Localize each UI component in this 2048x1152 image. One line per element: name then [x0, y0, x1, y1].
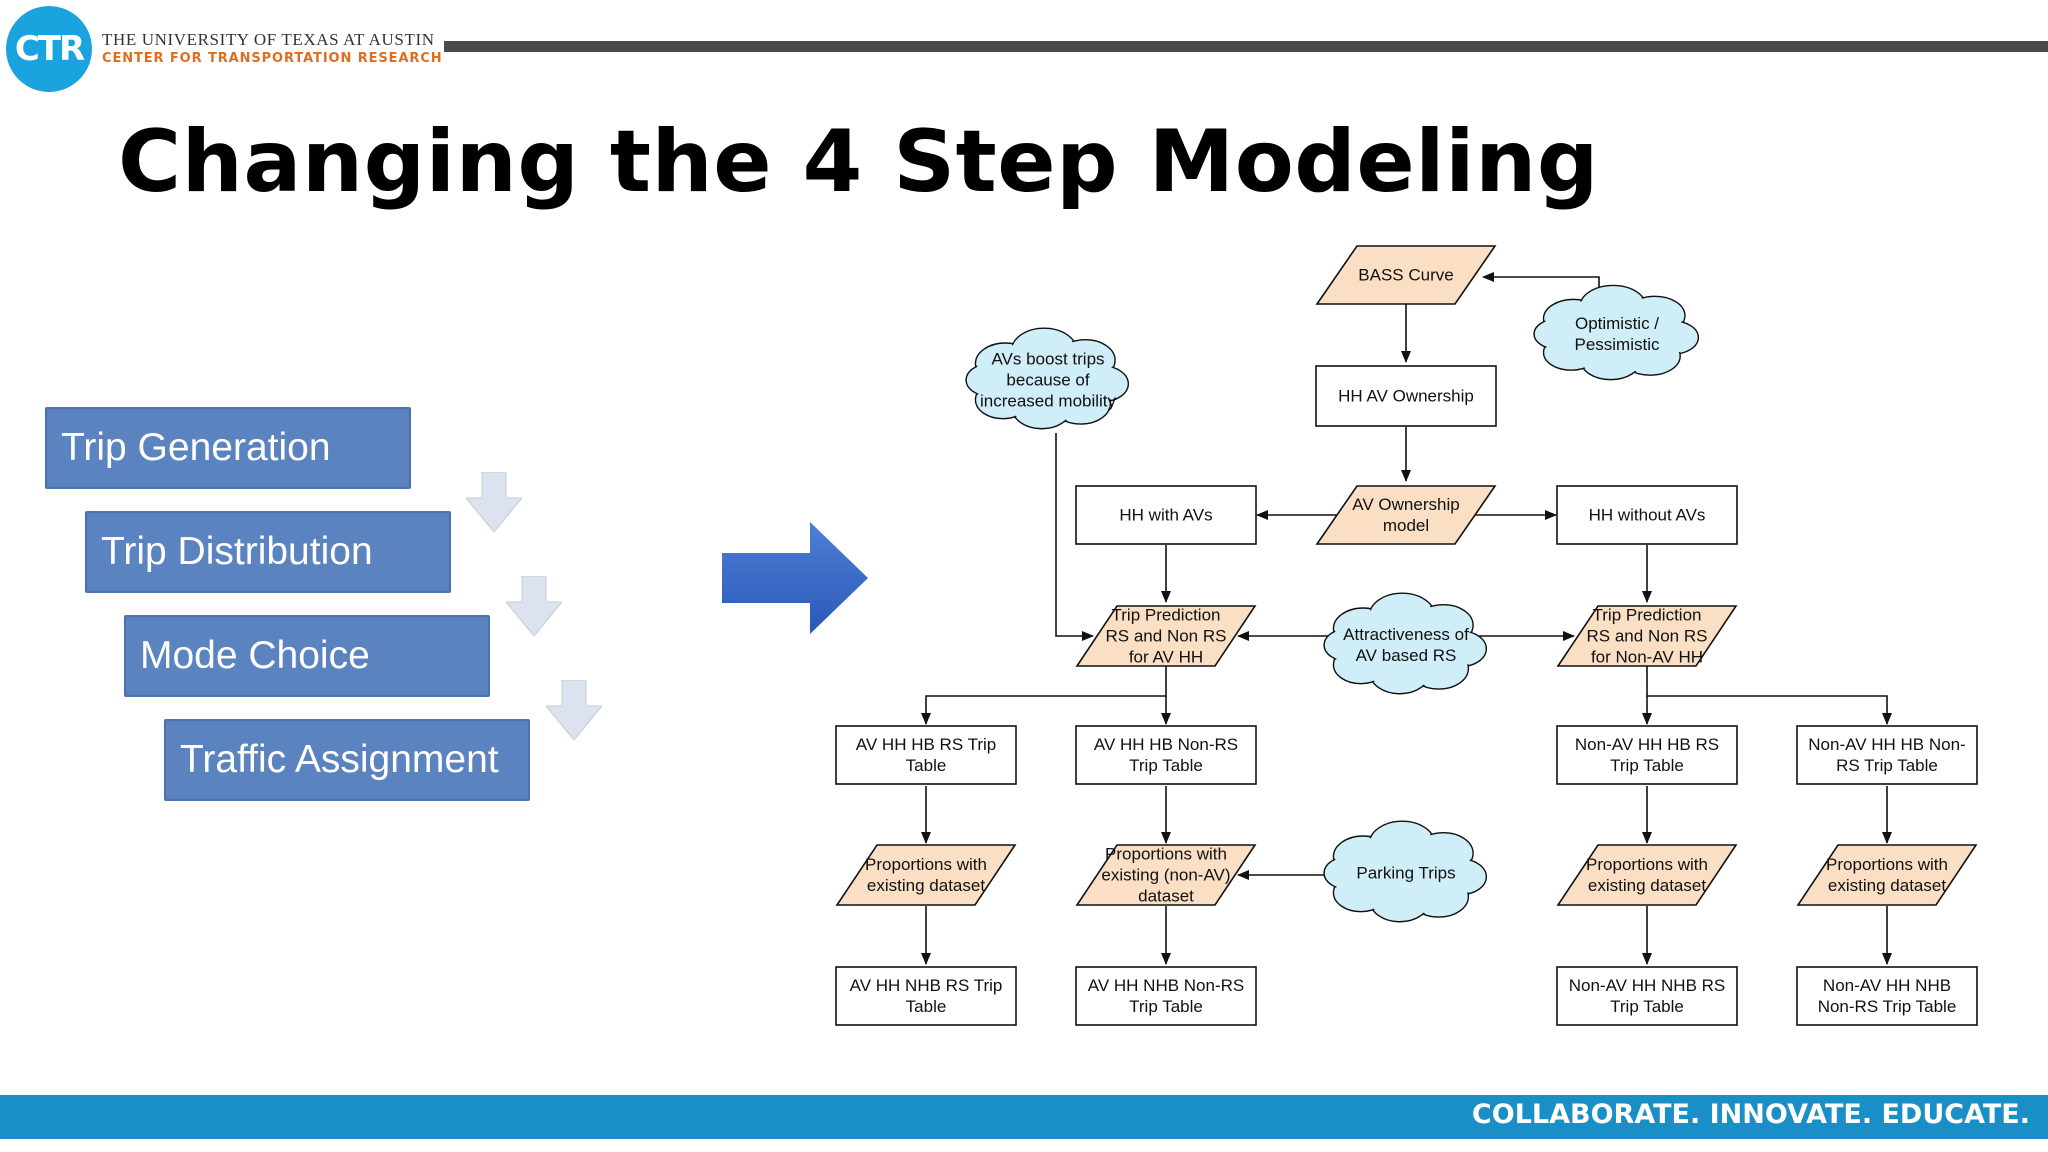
- down-arrow-icon: [466, 472, 522, 532]
- node-parallelogram-p2: Proportions with existing (non-AV) dataset: [1075, 844, 1257, 906]
- node-cloud-parking: Parking Trips: [1323, 820, 1488, 923]
- node-label: AVs boost trips: [991, 350, 1104, 369]
- node-label: for Non-AV HH: [1591, 648, 1703, 667]
- node-label: AV HH HB RS Trip: [856, 735, 996, 754]
- node-label: AV HH NHB RS Trip: [850, 976, 1003, 995]
- node-cloud-avs_boost: AVs boost trips because of increased mobil…: [965, 327, 1130, 430]
- node-label: RS Trip Table: [1836, 756, 1938, 775]
- node-label: existing dataset: [1828, 876, 1946, 895]
- step-mode-choice: Mode Choice: [124, 615, 490, 697]
- footer-bar: COLLABORATE. INNOVATE. EDUCATE.: [0, 1095, 2048, 1139]
- node-box-n2: AV HH NHB Non-RS Trip Table: [1075, 966, 1257, 1026]
- node-label: Trip Prediction: [1112, 606, 1221, 625]
- node-label: Proportions with: [1586, 855, 1708, 874]
- node-parallelogram-tp_nonav: Trip Prediction RS and Non RS for Non-AV H…: [1556, 605, 1738, 667]
- node-label: Trip Table: [1610, 997, 1684, 1016]
- node-label: Non-AV HH HB RS: [1575, 735, 1719, 754]
- header-divider: [444, 41, 2048, 52]
- node-parallelogram-av_own_model: AV Ownership model: [1315, 485, 1497, 545]
- node-label: AV HH HB Non-RS: [1094, 735, 1238, 754]
- node-label: Proportions with: [865, 855, 987, 874]
- right-arrow-icon: [722, 522, 868, 634]
- node-label: model: [1383, 516, 1429, 535]
- node-label: increased mobility: [980, 392, 1117, 411]
- node-label: Trip Prediction: [1593, 606, 1702, 625]
- step-traffic-assignment: Traffic Assignment: [164, 719, 530, 801]
- node-box-t2: AV HH HB Non-RS Trip Table: [1075, 725, 1257, 785]
- footer-tagline: COLLABORATE. INNOVATE. EDUCATE.: [1471, 1099, 2030, 1130]
- node-parallelogram-bass: BASS Curve: [1315, 245, 1497, 305]
- node-box-t3: Non-AV HH HB RS Trip Table: [1556, 725, 1738, 785]
- node-cloud-optimistic: Optimistic / Pessimistic: [1533, 284, 1700, 381]
- node-label: Table: [906, 997, 947, 1016]
- node-label: Optimistic /: [1575, 314, 1659, 333]
- node-label: Table: [906, 756, 947, 775]
- node-label: Trip Table: [1610, 756, 1684, 775]
- node-label: Non-AV HH NHB: [1823, 976, 1951, 995]
- node-box-hh_av_own: HH AV Ownership: [1315, 365, 1497, 427]
- node-label: Non-AV HH NHB RS: [1569, 976, 1726, 995]
- node-parallelogram-p3: Proportions with existing dataset: [1556, 844, 1738, 906]
- node-label: dataset: [1138, 887, 1194, 906]
- node-label: Proportions with: [1105, 845, 1227, 864]
- node-label: HH with AVs: [1119, 506, 1212, 525]
- flow-arrow: [921, 666, 1167, 725]
- node-parallelogram-tp_av: Trip Prediction RS and Non RS for AV HH: [1075, 605, 1257, 667]
- node-label: Trip Table: [1129, 997, 1203, 1016]
- node-box-n4: Non-AV HH NHB Non-RS Trip Table: [1796, 966, 1978, 1026]
- node-label: because of: [1006, 371, 1089, 390]
- flowchart-edges: [921, 255, 1892, 965]
- node-label: HH AV Ownership: [1338, 387, 1474, 406]
- node-label: Pessimistic: [1574, 335, 1660, 354]
- node-label: Non-RS Trip Table: [1818, 997, 1957, 1016]
- flow-arrow: [1482, 272, 1600, 287]
- node-label: existing dataset: [1588, 876, 1706, 895]
- flow-arrow: [1055, 433, 1094, 641]
- step-trip-distribution: Trip Distribution: [85, 511, 451, 593]
- slide-title: Changing the 4 Step Modeling: [118, 112, 1599, 212]
- flow-arrow: [1646, 666, 1892, 725]
- node-label: existing (non-AV): [1101, 866, 1230, 885]
- node-label: RS and Non RS: [1587, 627, 1708, 646]
- university-name: THE UNIVERSITY OF TEXAS AT AUSTIN: [102, 30, 435, 49]
- node-box-t4: Non-AV HH HB Non- RS Trip Table: [1796, 725, 1978, 785]
- node-parallelogram-p4: Proportions with existing dataset: [1796, 844, 1978, 906]
- down-arrow-icon: [546, 680, 602, 740]
- step-trip-generation: Trip Generation: [45, 407, 411, 489]
- node-label: Proportions with: [1826, 855, 1948, 874]
- node-label: Attractiveness of: [1343, 625, 1469, 644]
- node-label: Non-AV HH HB Non-: [1808, 735, 1965, 754]
- node-box-hh_without: HH without AVs: [1556, 485, 1738, 545]
- node-label: AV Ownership: [1352, 495, 1459, 514]
- node-label: Trip Table: [1129, 756, 1203, 775]
- node-label: RS and Non RS: [1106, 627, 1227, 646]
- node-label: AV HH NHB Non-RS: [1088, 976, 1245, 995]
- ctr-logo: CTR: [6, 6, 92, 92]
- node-parallelogram-p1: Proportions with existing dataset: [835, 844, 1017, 906]
- node-label: Parking Trips: [1356, 864, 1455, 883]
- node-box-n3: Non-AV HH NHB RS Trip Table: [1556, 966, 1738, 1026]
- node-label: HH without AVs: [1589, 506, 1706, 525]
- node-label: for AV HH: [1129, 648, 1203, 667]
- node-label: AV based RS: [1356, 646, 1457, 665]
- node-label: existing dataset: [867, 876, 985, 895]
- node-box-hh_with: HH with AVs: [1075, 485, 1257, 545]
- node-cloud-attract: Attractiveness of AV based RS: [1323, 592, 1488, 695]
- down-arrow-icon: [506, 576, 562, 636]
- node-label: BASS Curve: [1358, 266, 1453, 285]
- center-name: CENTER FOR TRANSPORTATION RESEARCH: [102, 51, 443, 66]
